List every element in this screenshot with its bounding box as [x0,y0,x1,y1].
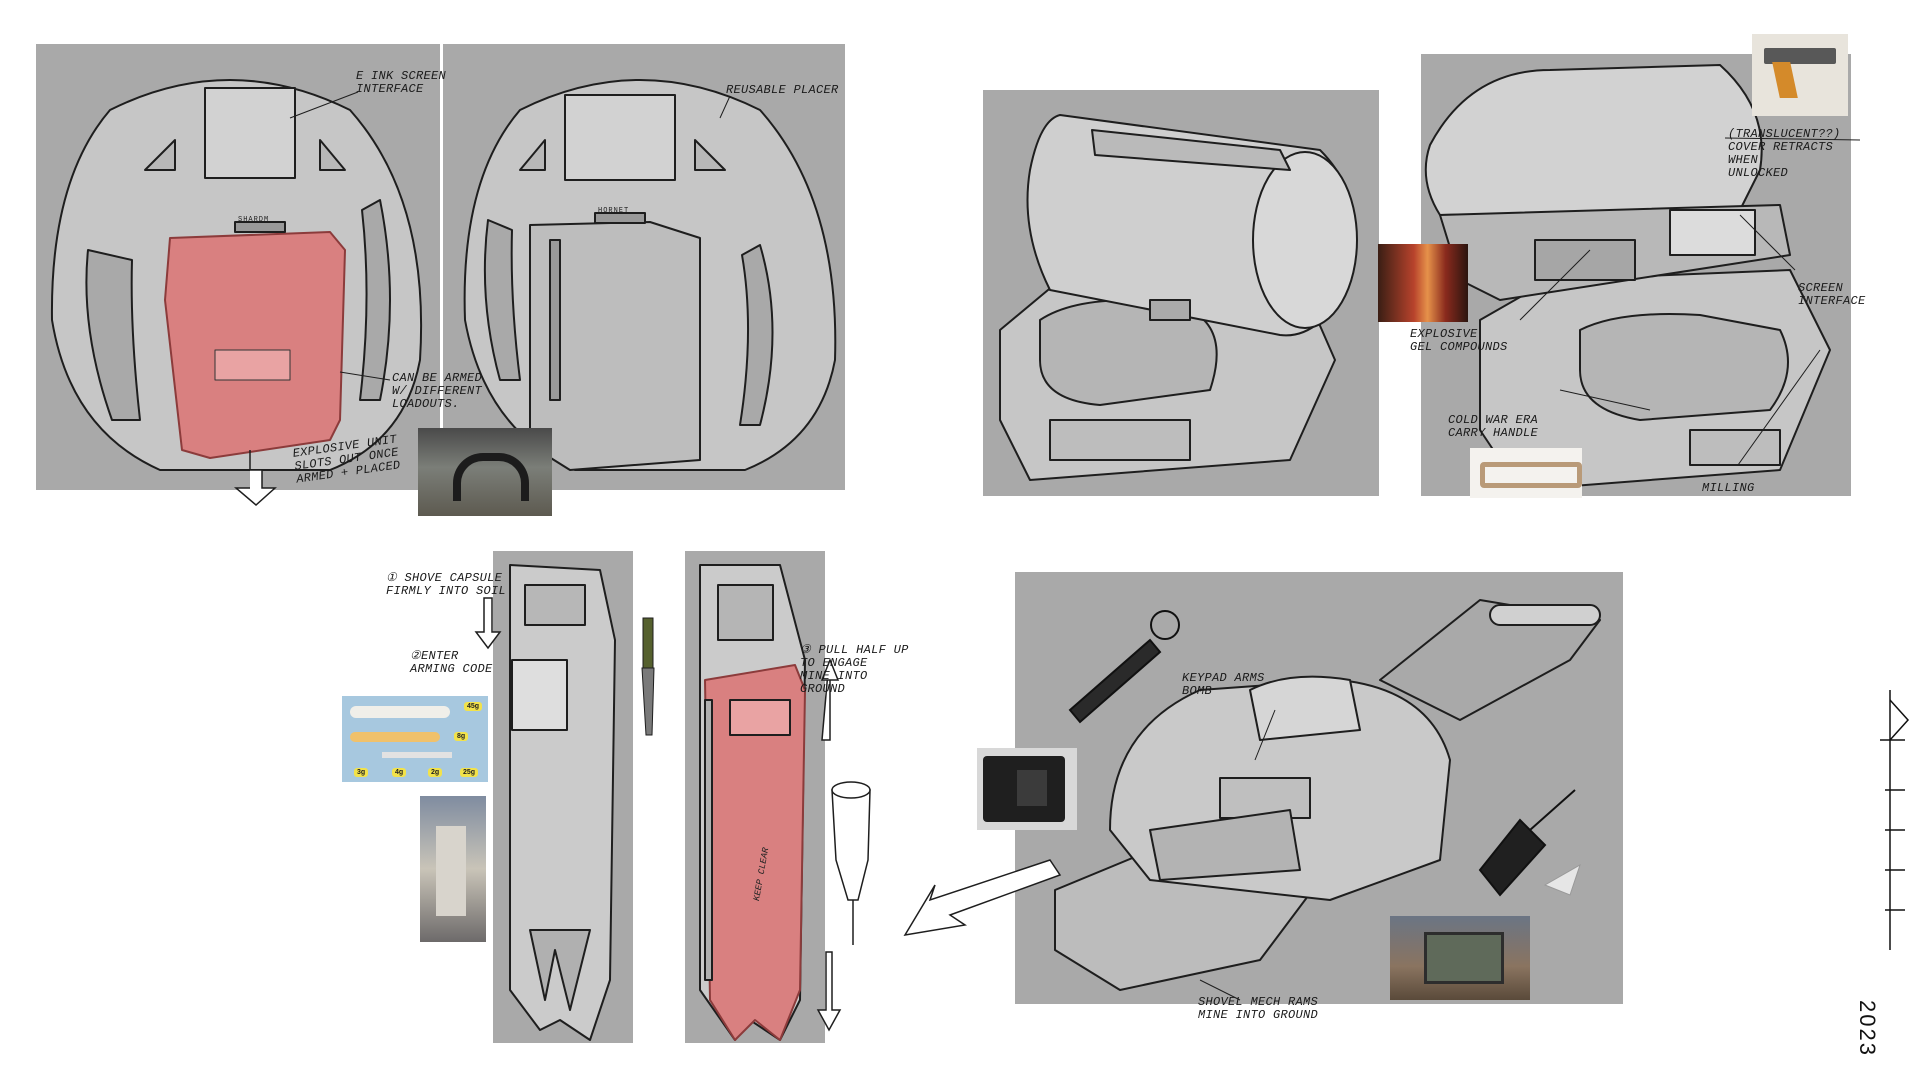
ref-photo-carry-handle [1470,448,1582,498]
ref-photo-vehicle-interior [418,428,552,516]
note-keypad-arms: KEYPAD ARMS BOMB [1182,671,1265,698]
note-armed-loadouts: CAN BE ARMED W/ DIFFERENT LOADOUTS. [392,371,483,411]
ref-photo-pistol [1752,34,1848,116]
red-explosive-unit [164,231,346,459]
ref-photo-syringe-kit: 45g 8g 3g 4g 2g 25g [342,696,488,782]
ref-photo-red-interior [1378,244,1468,322]
note-step3: ③ PULL HALF UP TO ENGAGE MINE INTO GROUN… [800,643,909,696]
tag-4g: 4g [392,768,407,777]
signature-year: 2023 [1855,1000,1880,1057]
note-carry-handle: COLD WAR ERA CARRY HANDLE [1448,413,1539,440]
note-reusable-placer: REUSABLE PLACER [726,83,839,97]
ref-photo-rugged-case [977,748,1077,830]
note-step2: ②ENTER ARMING CODE [410,649,493,676]
left-badge: SHARDM [238,216,270,224]
ref-photo-field-case [1390,916,1530,1000]
tag-8g: 8g [454,732,469,741]
tag-25g: 25g [460,768,479,777]
note-explosive-gel: EXPLOSIVE GEL COMPOUNDS [1410,327,1508,354]
tag-3g: 3g [354,768,369,777]
note-screen-interface: SCREEN INTERFACE [1798,281,1866,308]
note-milling: MILLING [1702,481,1755,495]
note-translucent-cover: (TRANSLUCENT??) COVER RETRACTS WHEN UNLO… [1728,127,1841,180]
right-badge: HORNET [598,207,630,215]
note-eink: E INK SCREEN INTERFACE [356,69,447,96]
note-shovel-mech: SHOVEL MECH RAMS MINE INTO GROUND [1198,995,1319,1022]
capsule-dome-open [1424,64,1763,216]
stake-red-sleeve [704,664,806,1041]
ref-photo-mech-part [420,796,486,942]
tag-2g: 2g [428,768,443,777]
note-step1: ① SHOVE CAPSULE FIRMLY INTO SOIL [386,571,507,598]
tag-45g: 45g [464,702,483,711]
